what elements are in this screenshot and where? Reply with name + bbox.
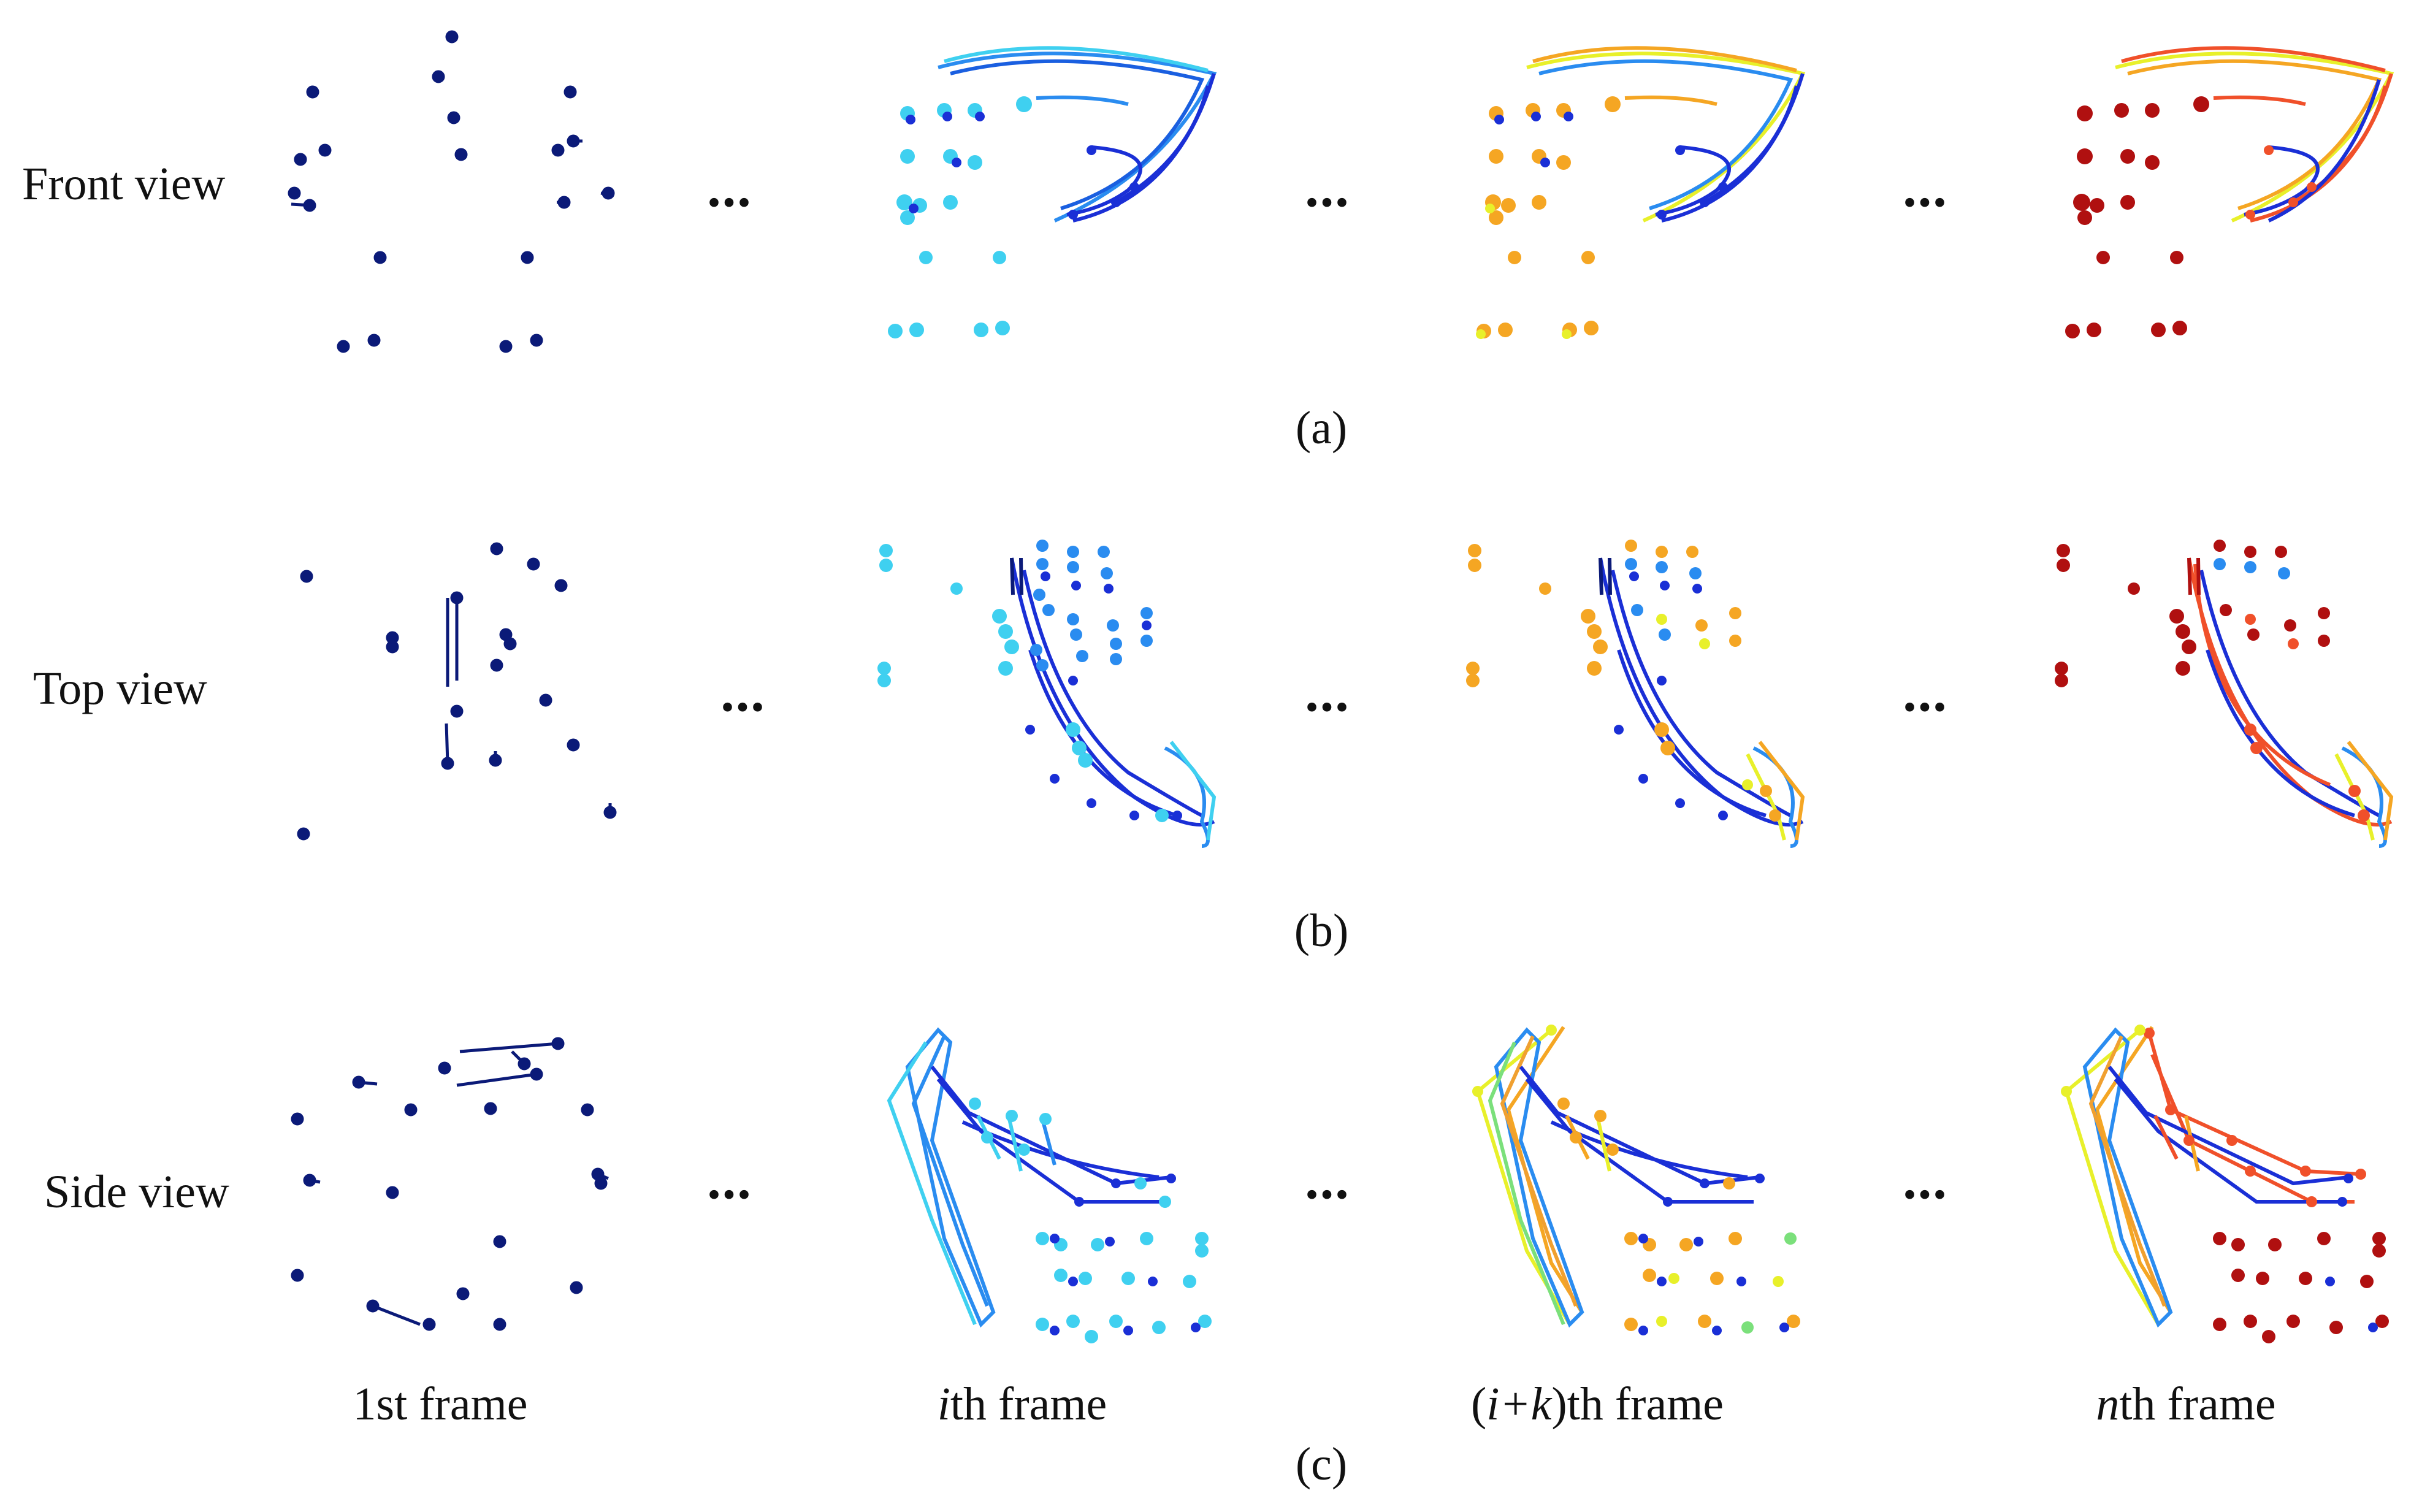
side-view-nth-frame-plot [2061,1025,2389,1343]
ellipsis: ... [1305,1150,1350,1210]
front-view-ith-frame-plot [888,46,1217,338]
side-view-ik-frame-plot [1472,1025,1800,1335]
column-label-ik-frame: (i+k)th frame [1470,1378,1724,1430]
side-view-ith-frame-plot [887,1027,1212,1343]
column-label-ith-frame: ith frame [937,1378,1107,1430]
ellipsis: ... [1903,662,1948,723]
caption-c: (c) [1295,1438,1348,1490]
caption-b: (b) [1294,905,1349,956]
front-view-1st-frame-plot [288,30,615,353]
front-view-nth-frame-plot [2065,46,2394,338]
row-label-front-view: Front view [22,158,226,210]
row-label-top-view: Top view [33,663,207,714]
side-view-1st-frame-plot [291,1037,609,1331]
front-view-ik-frame-plot [1476,46,1806,339]
top-view-ik-frame-plot [1466,540,1805,848]
ellipsis: ... [1305,662,1350,723]
top-view-1st-frame-plot [297,542,617,841]
ellipsis: ... [1903,158,1948,218]
top-view-nth-frame-plot [2055,540,2394,848]
caption-a: (a) [1295,402,1348,454]
ellipsis: ... [1903,1150,1948,1210]
ellipsis: ... [707,158,752,218]
row-label-side-view: Side view [44,1166,229,1218]
ellipsis: ... [1305,158,1350,218]
ellipsis: ... [720,662,766,723]
column-label-nth-frame: nth frame [2096,1378,2276,1430]
top-view-ith-frame-plot [877,540,1217,848]
column-label-1st-frame: 1st frame [353,1378,528,1430]
ellipsis: ... [707,1150,752,1210]
